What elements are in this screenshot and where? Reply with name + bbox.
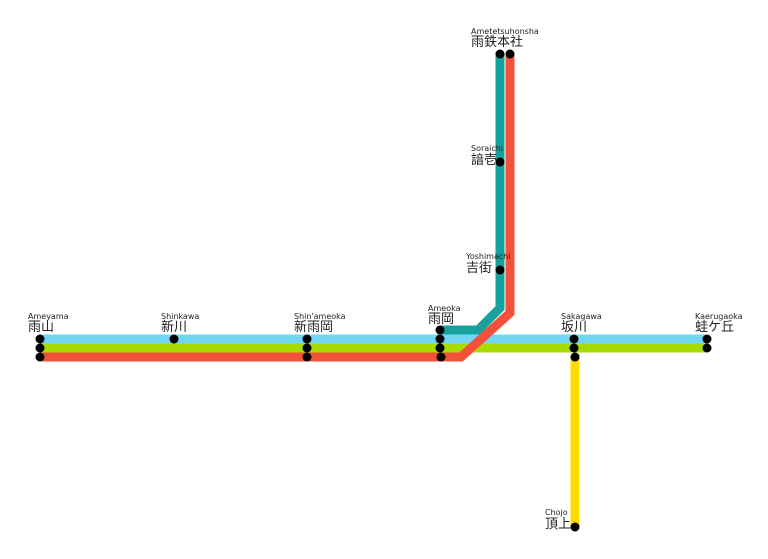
station-label-yoshimachi: Yoshimachi 吉街 (465, 252, 511, 276)
station-kanji: 雨山 (28, 320, 54, 335)
station-romaji: Shin'ameoka (294, 312, 346, 321)
station-label-ametetsuhonsha: Ametetsuhonsha 雨鉄本社 (471, 27, 539, 50)
station-dot[interactable] (35, 343, 45, 353)
station-dot[interactable] (35, 352, 45, 362)
station-dot[interactable] (435, 334, 445, 344)
station-romaji: Ameoka (428, 304, 461, 313)
station-dot[interactable] (495, 49, 505, 59)
station-kanji: 雨岡 (428, 312, 454, 327)
station-kanji: 新雨岡 (294, 319, 333, 335)
station-romaji: Chojo (545, 508, 568, 517)
station-label-kaerugaoka: Kaerugaoka 蛙ケ丘 (695, 312, 743, 335)
station-dot[interactable] (505, 49, 515, 59)
station-dot[interactable] (570, 522, 580, 532)
station-romaji: Ametetsuhonsha (471, 27, 539, 36)
station-dot[interactable] (435, 343, 445, 353)
station-dot[interactable] (495, 265, 505, 275)
station-dot[interactable] (569, 334, 579, 344)
station-kanji: 蛙ケ丘 (695, 320, 734, 335)
station-label-ameoka: Ameoka 雨岡 (428, 304, 461, 327)
station-dots (35, 49, 712, 532)
station-kanji: 吉街 (466, 261, 492, 276)
station-label-chojo: Chojo 頂上 (545, 508, 571, 532)
station-dot[interactable] (302, 352, 312, 362)
station-kanji: 頂上 (545, 517, 571, 532)
station-romaji: Kaerugaoka (695, 312, 743, 321)
station-label-shinameoka: Shin'ameoka 新雨岡 (294, 312, 346, 335)
station-romaji: Soraichi (471, 144, 503, 153)
station-kanji: 諳壱 (471, 153, 497, 168)
station-romaji: Ameyama (28, 312, 69, 321)
station-dot[interactable] (702, 343, 712, 353)
station-dot[interactable] (570, 352, 580, 362)
station-kanji: 新川 (161, 319, 187, 335)
station-dot[interactable] (702, 334, 712, 344)
station-label-shinkawa: Shinkawa 新川 (161, 312, 199, 335)
station-label-ameyama: Ameyama 雨山 (28, 312, 69, 335)
station-dot[interactable] (495, 157, 505, 167)
station-label-soraichi: Soraichi 諳壱 (471, 144, 503, 168)
station-kanji: 雨鉄本社 (471, 34, 523, 50)
station-dot[interactable] (302, 343, 312, 353)
station-dot[interactable] (169, 334, 179, 344)
station-kanji: 坂川 (561, 320, 587, 335)
station-romaji: Shinkawa (161, 312, 199, 321)
teal-line (440, 54, 505, 335)
station-romaji: Yoshimachi (465, 252, 511, 261)
station-dot[interactable] (302, 334, 312, 344)
station-romaji: Sakagawa (561, 312, 602, 321)
station-dot[interactable] (569, 343, 579, 353)
station-dot[interactable] (35, 334, 45, 344)
station-dot[interactable] (435, 325, 445, 335)
station-dot[interactable] (436, 352, 446, 362)
station-label-sakagawa: Sakagawa 坂川 (561, 312, 602, 335)
red-line (40, 54, 515, 362)
